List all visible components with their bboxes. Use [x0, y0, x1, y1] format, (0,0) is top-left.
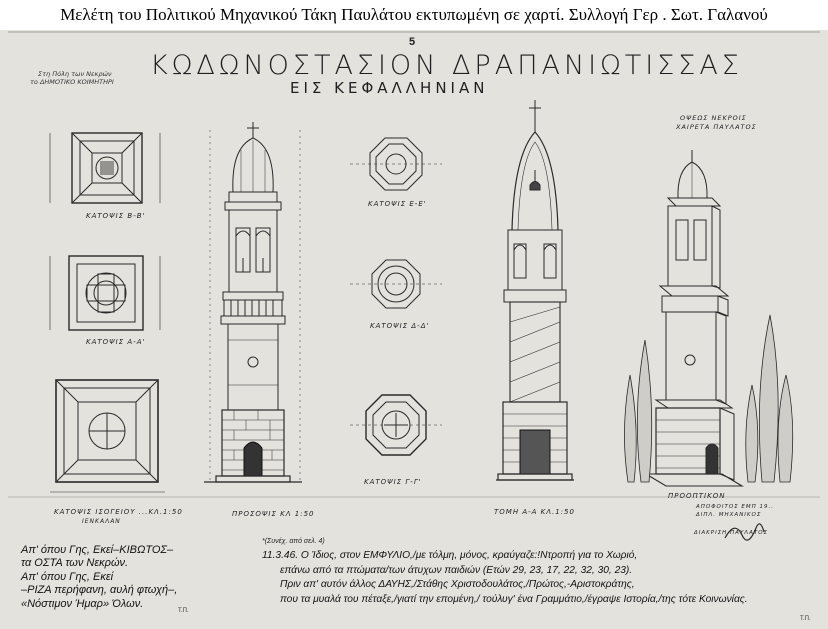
cypress-trees: [624, 314, 794, 483]
poem-initials: Τ.Π.: [178, 608, 189, 614]
label-plan-ground-sub: ΙΕΝΚΑΛΑΝ: [82, 518, 121, 525]
section-drawing: [496, 100, 574, 481]
label-perspective-top-2: ΧΑΙΡΕΤΑ ΠΑΥΛΑΤΟΣ: [676, 123, 757, 131]
label-plan-d: ΚΑΤΟΨΙΣ Δ-Δ': [370, 322, 430, 330]
signature-note-1: ΑΠΟΦΟΙΤΟΣ ΕΜΠ 19..: [696, 504, 775, 510]
poem-line: Απ' όπου Γης, Εκεί–ΚΙΒΩΤΟΣ–: [21, 544, 174, 556]
plan-c-octagon: [350, 137, 442, 191]
dedication-line-2: το ΔΗΜΟΤΙΚΟ ΚΟΙΜΗΤΗΡΙ: [30, 78, 114, 86]
story-initials: Τ.Π.: [800, 616, 811, 622]
drawing-sheet: 5 ΚΩΔΩΝΟΣΤΑΣΙΟΝ ΔΡΑΠΑΝΙΩΤΙΣΣΑΣ ΕΙΣ ΚΕΦΑΛ…: [0, 30, 828, 629]
plan-e-octagon: [350, 394, 442, 456]
story-source-note: *(Συνέχ. από σελ. 4): [262, 538, 325, 545]
story-line: Πριν απ' αυτόν άλλος ΔΑΥΗΣ,/Στάθης Χριστ…: [280, 579, 635, 591]
story-line: 11.3.46. Ο Ίδιος, στον ΕΜΦΥΛΙΟ,/με τόλμη…: [262, 550, 638, 561]
label-plan-ground: ΚΑΤΟΨΙΣ ΙΣΟΓΕΙΟΥ ...ΚΛ.1:50: [54, 508, 183, 516]
plan-a-square: [49, 255, 161, 331]
poem-line: Απ' όπου Γης, Εκεί: [21, 570, 114, 583]
facade-elevation: [204, 122, 302, 483]
label-facade: ΠΡΟΣΟΨΙΣ ΚΛ 1:50: [232, 510, 315, 518]
signature-note-3: ΔΙΑΚΡΙΣΗ ΠΑΥΛΑΤΟΣ: [694, 530, 768, 536]
signature-scribble: [724, 523, 765, 541]
drawing-subtitle: ΕΙΣ ΚΕΦΑΛΛΗΝΙΑΝ: [290, 79, 489, 97]
plan-b-square: [49, 132, 161, 204]
poem-block: Απ' όπου Γης, Εκεί–ΚΙΒΩΤΟΣ– τα ΟΣΤΑ των …: [21, 544, 221, 611]
plan-ground-square: [50, 379, 165, 493]
image-caption: Μελέτη του Πολιτικού Μηχανικού Τάκη Παυλ…: [60, 5, 768, 24]
poem-line: –ΡΙΖΑ περήφανη, αυλή φτωχή–,: [21, 584, 178, 597]
poem-line: τα ΟΣΤΑ των Νεκρών.: [21, 557, 129, 570]
poem-line: «Νόστιμον Ήμαρ» Όλων.: [21, 597, 144, 610]
label-plan-b: ΚΑΤΟΨΙΣ Β-Β': [86, 212, 146, 220]
architectural-drawing: [8, 31, 820, 541]
plan-d-octagon: [350, 259, 442, 309]
story-line: που τα μυαλά του πέταξε,/γιατί την επομέ…: [280, 593, 748, 605]
label-perspective-top-1: ΟΨΕΩΣ ΝΕΚΡΟΙΣ: [680, 114, 747, 122]
label-plan-c: ΚΑΤΟΨΙΣ Ε-Ε': [368, 200, 427, 208]
label-plan-e: ΚΑΤΟΨΙΣ Γ-Γ': [364, 478, 422, 486]
story-line: επάνω από τα πτώματα/των άτυχων παιδιών …: [280, 564, 633, 576]
label-section: ΤΟΜΗ Α-Α ΚΛ.1:50: [494, 508, 575, 516]
perspective-drawing: [644, 150, 744, 487]
dedication-line-1: Στη Πόλη των Νεκρών: [38, 70, 112, 78]
label-plan-a: ΚΑΤΟΨΙΣ Α-Α': [86, 338, 146, 346]
page-number: 5: [409, 36, 416, 48]
label-perspective: ΠΡΟΟΠΤΙΚΟΝ: [668, 492, 726, 500]
story-block: 11.3.46. Ο Ίδιος, στον ΕΜΦΥΛΙΟ,/με τόλμη…: [262, 549, 822, 607]
signature-note-2: ΔΙΠΛ. ΜΗΧΑΝΙΚΟΣ: [696, 512, 762, 518]
drawing-title: ΚΩΔΩΝΟΣΤΑΣΙΟΝ ΔΡΑΠΑΝΙΩΤΙΣΣΑΣ: [150, 50, 743, 81]
